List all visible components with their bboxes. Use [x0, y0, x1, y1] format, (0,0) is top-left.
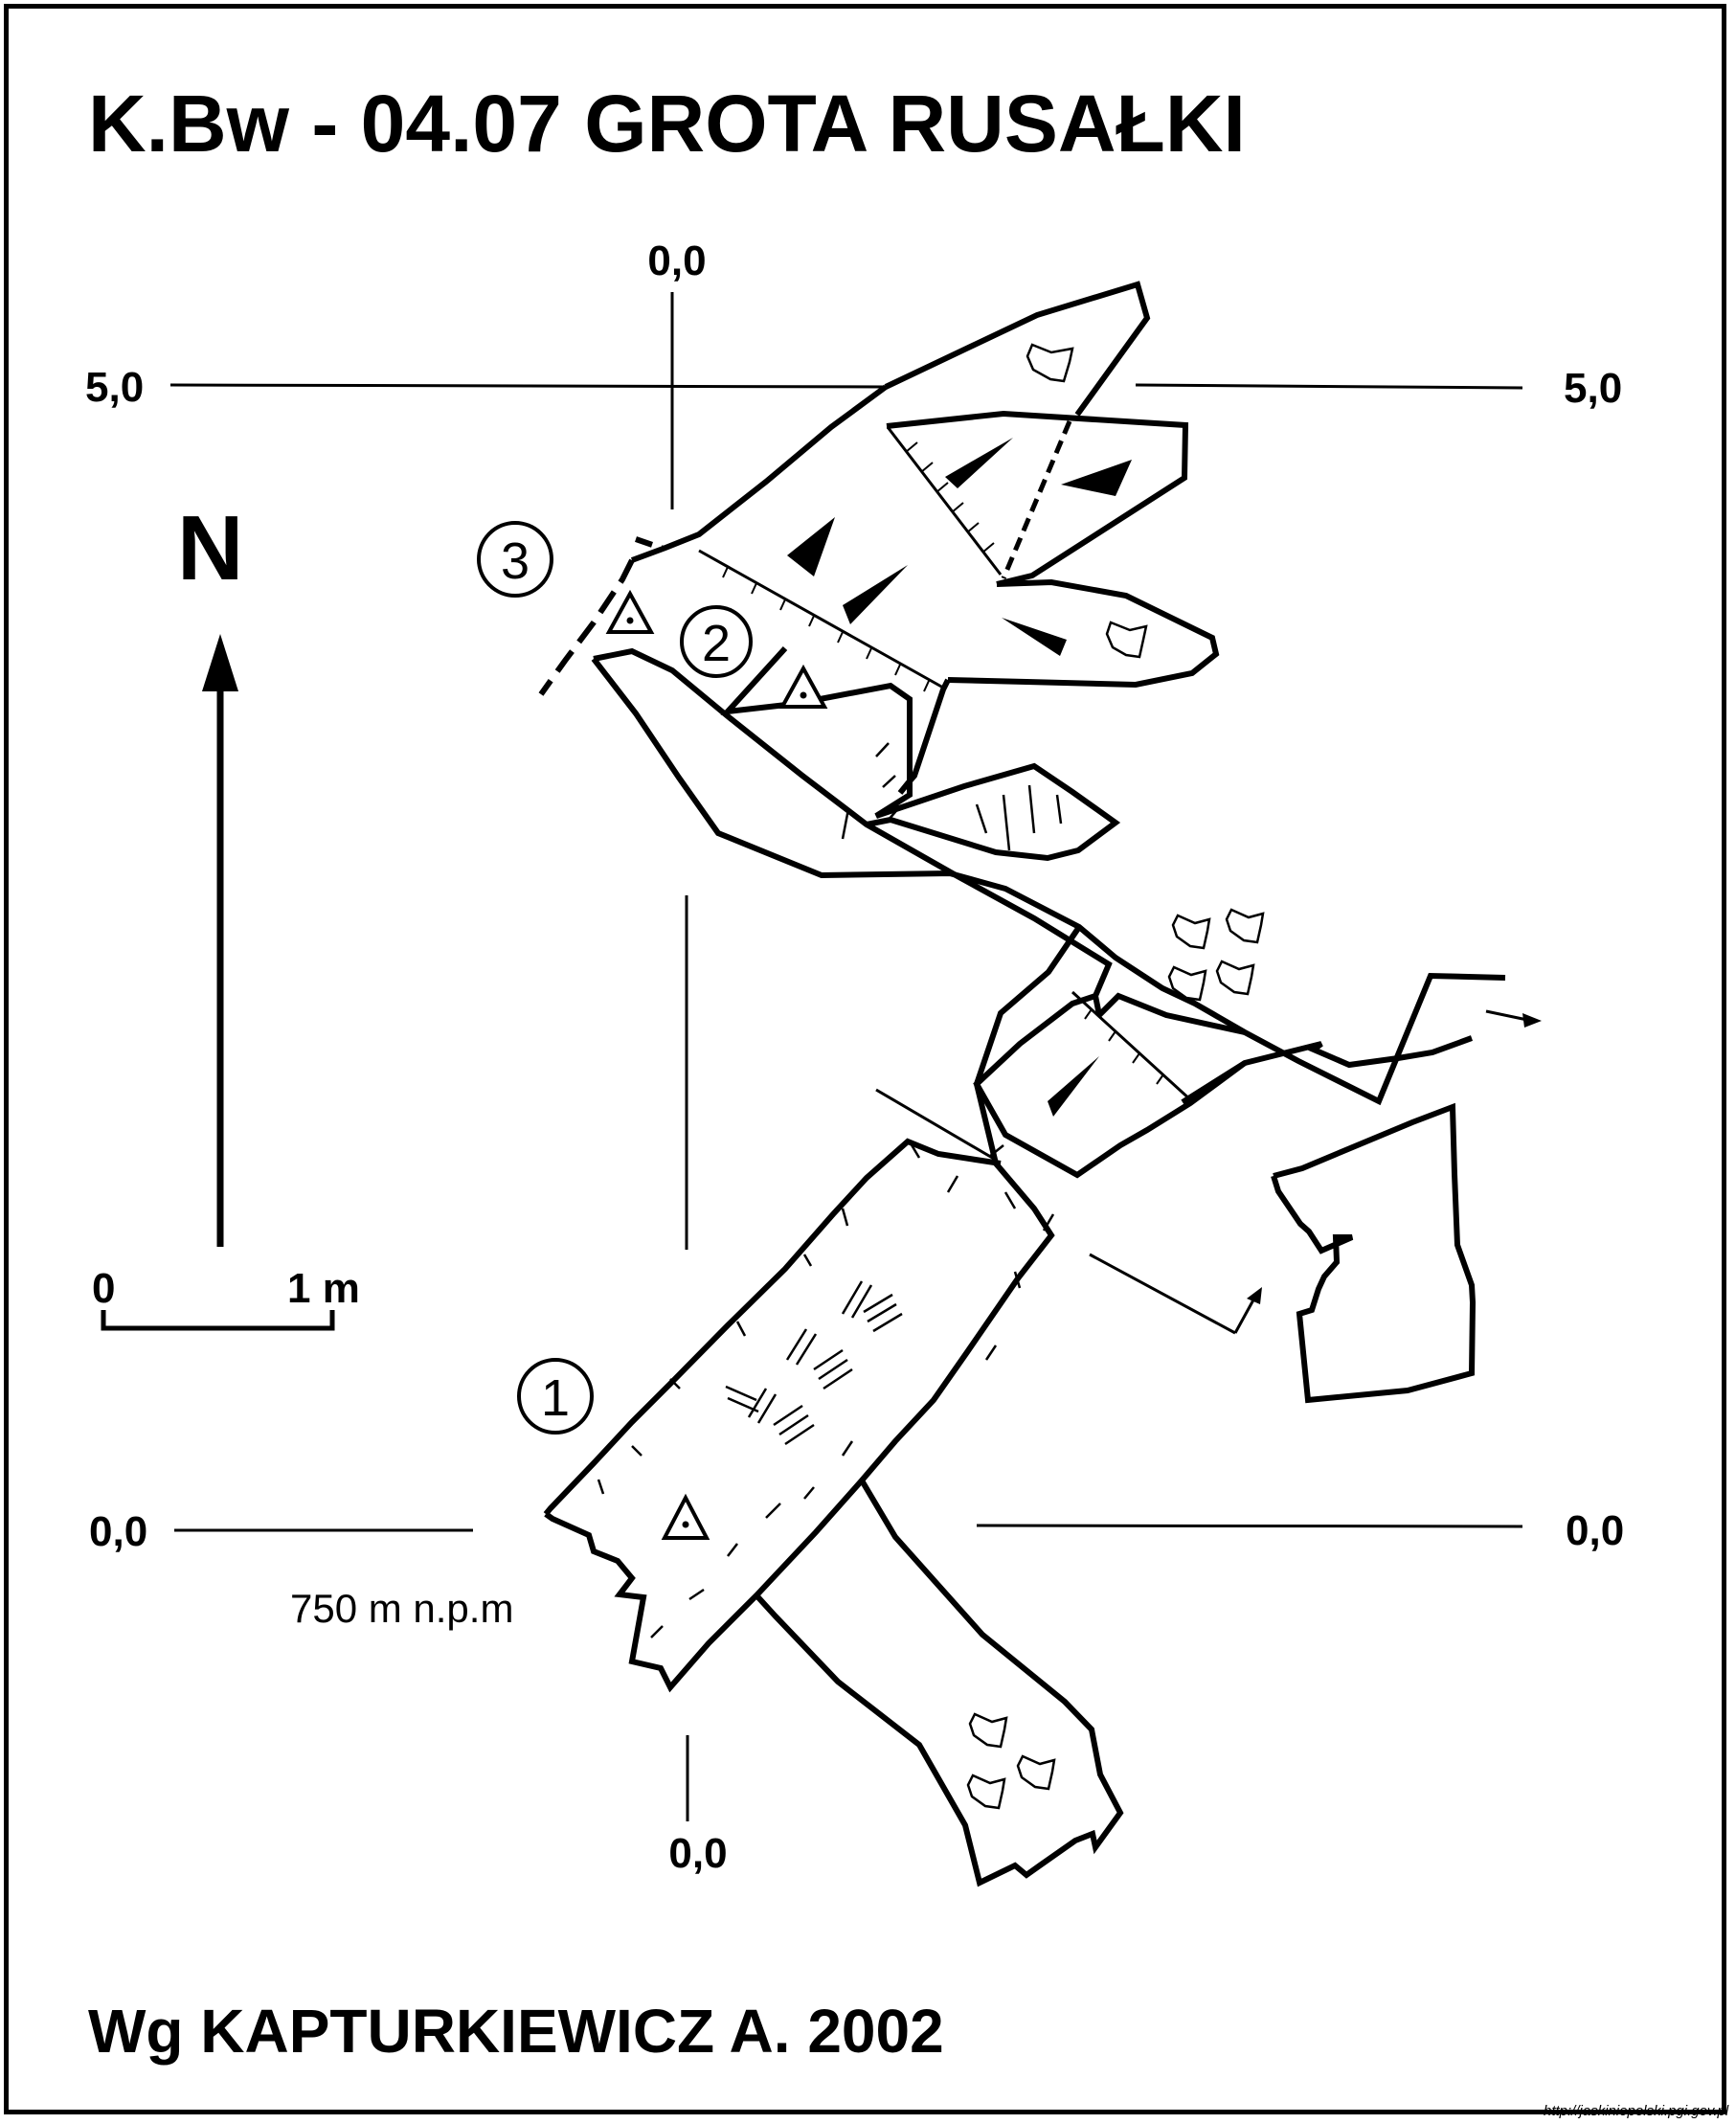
slope-ticks: [698, 426, 1194, 1103]
grid-label-right-upper: 5,0: [1564, 365, 1622, 412]
rock-block-icon: [1026, 343, 1074, 383]
rock-block-icon: [1105, 621, 1148, 659]
rock-block-icons: [966, 343, 1265, 1810]
grid-label-right-lower: 0,0: [1566, 1507, 1624, 1554]
station-marker-2: 2: [680, 605, 753, 678]
grid-label-left-lower: 0,0: [89, 1508, 147, 1555]
slope-arrow-icons: [787, 438, 1132, 1117]
north-arrow-head-icon: [202, 634, 238, 691]
grid-line-upper-left: [169, 383, 887, 389]
dashed-boundary-line: [1001, 420, 1072, 579]
slope-arrow-icon: [1048, 1056, 1099, 1117]
north-label: N: [177, 497, 243, 599]
rock-block-icon: [1171, 914, 1211, 950]
scale-label-zero: 0: [92, 1265, 115, 1312]
source-url: http://jaskiniepolski.pgi.gov.pl: [1544, 2103, 1729, 2119]
entrance-triangle-icon: [778, 664, 828, 709]
wall-hatches: [597, 742, 1063, 1638]
grid-line-upper-right: [1135, 383, 1523, 390]
scale-bar: 0 1 m: [92, 1265, 360, 1331]
entrance-markers: [605, 589, 828, 1540]
entrance-triangle-icon: [661, 1493, 710, 1540]
rock-block-icon: [1225, 908, 1265, 944]
cave-walls: [538, 281, 1506, 1887]
entrance-triangle-icon: [605, 589, 655, 634]
slope-arrow-icon: [945, 438, 1013, 488]
elevation-label: 750 m n.p.m: [290, 1586, 513, 1631]
slope-arrow-icon: [1061, 460, 1132, 496]
station-label-3: 3: [501, 532, 530, 590]
rock-block-icon: [968, 1712, 1008, 1749]
rock-block-icon: [1215, 960, 1255, 996]
map-sheet: [4, 4, 1726, 2114]
continuation-markers: [875, 1009, 1542, 1335]
map-credit: Wg KAPTURKIEWICZ A. 2002: [88, 1997, 944, 2066]
sediment-hatch-icon: [725, 1280, 903, 1446]
grid-line-lower-right: [976, 1524, 1523, 1528]
scale-label-one-meter: 1 m: [287, 1265, 360, 1312]
grid-label-bottom: 0,0: [668, 1830, 727, 1877]
station-label-1: 1: [541, 1369, 570, 1427]
rock-block-icon: [1167, 965, 1207, 1002]
rock-block-icon: [966, 1774, 1006, 1810]
coordinate-grid: [169, 292, 1523, 1821]
map-title: K.Bw - 04.07 GROTA RUSAŁKI: [88, 79, 1246, 169]
slope-arrow-icon: [843, 565, 908, 624]
grid-label-top: 0,0: [647, 237, 706, 284]
slope-arrow-icon: [1002, 618, 1067, 656]
station-label-2: 2: [702, 615, 731, 672]
north-arrow: N: [177, 497, 243, 1247]
grid-label-left-upper: 5,0: [85, 364, 144, 411]
station-marker-3: 3: [477, 521, 553, 598]
station-marker-1: 1: [517, 1358, 594, 1435]
rock-block-icon: [1016, 1754, 1056, 1791]
slope-arrow-icon: [787, 517, 835, 576]
